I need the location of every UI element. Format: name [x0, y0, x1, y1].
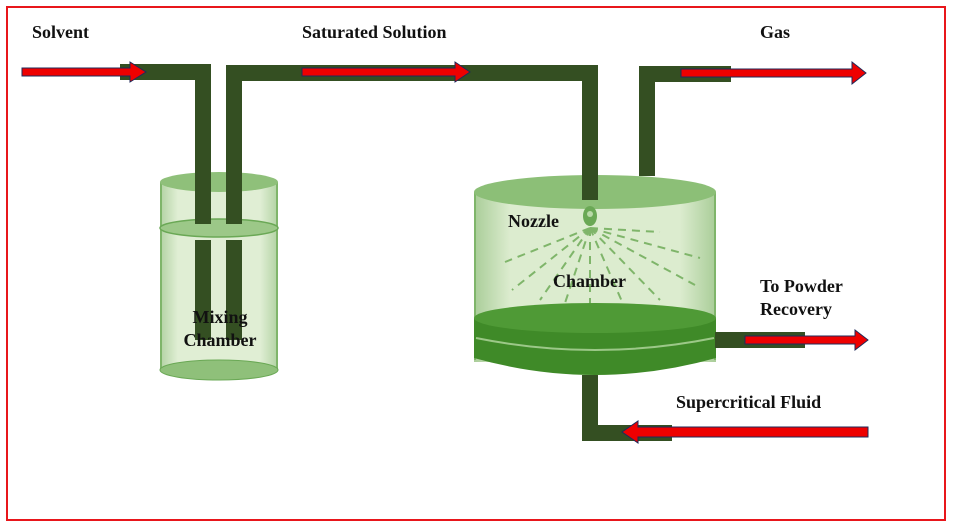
solution-pipe-to-nozzle [582, 65, 598, 200]
saturated-solution-arrow [301, 61, 471, 83]
supercritical-fluid-label: Supercritical Fluid [676, 392, 822, 412]
solvent-label: Solvent [32, 22, 90, 42]
saturated-solution-label: Saturated Solution [302, 22, 447, 42]
solution-pipe-vertical-upper [226, 65, 242, 224]
chamber-base-rim [475, 337, 715, 351]
spray-line [589, 227, 701, 259]
chamber-base-top [474, 303, 716, 333]
spray-line [589, 227, 661, 301]
scf-pipe-vertical [582, 375, 598, 441]
mixing-chamber-label-line2: Chamber [183, 329, 257, 350]
solvent-pipe-vertical-upper [195, 64, 211, 224]
spray-line [539, 227, 591, 301]
mixing-chamber-label: Mixing Chamber [180, 306, 260, 351]
mixing-chamber [159, 172, 279, 381]
mixing-chamber-top [160, 172, 278, 192]
nozzle [583, 206, 597, 226]
spray-line [504, 227, 591, 263]
spray-line [559, 227, 591, 319]
spray-line [589, 227, 631, 321]
solvent-arrow [21, 61, 147, 83]
diagram-frame [6, 6, 946, 521]
flow-arrows [21, 60, 869, 444]
chamber-base [474, 318, 716, 375]
spray-line [589, 227, 696, 286]
powder-recovery-arrow [744, 328, 869, 352]
solvent-pipe-vertical-lower [195, 240, 211, 340]
powder-recovery-label: To Powder Recovery [760, 275, 843, 320]
mixing-chamber-bottom [159, 359, 279, 381]
nozzle-label: Nozzle [508, 211, 559, 231]
powder-recovery-label-line2: Recovery [760, 298, 832, 319]
powder-recovery-label-line1: To Powder [760, 276, 843, 296]
mixing-chamber-liquid-level [159, 218, 279, 238]
nozzle-highlight [587, 211, 593, 217]
solvent-pipe-horizontal [120, 64, 211, 80]
spray-line [589, 227, 661, 233]
spray-line [511, 227, 591, 291]
chamber-label: Chamber [553, 271, 626, 291]
precipitation-chamber [474, 175, 716, 375]
gas-arrow [680, 60, 867, 86]
gas-label: Gas [760, 22, 791, 42]
supercritical-fluid-arrow [621, 420, 869, 444]
gas-pipe-vertical [639, 66, 655, 176]
mixing-chamber-body [160, 182, 278, 370]
solution-pipe-vertical-lower [226, 240, 242, 340]
mixing-chamber-label-line1: Mixing [192, 307, 248, 327]
